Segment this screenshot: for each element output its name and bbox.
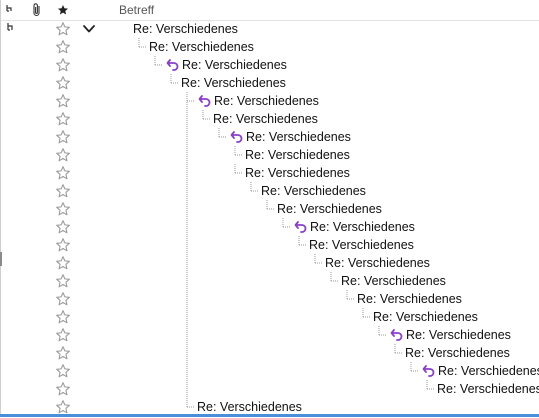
subject-column-header[interactable]: Betreff [119,3,155,17]
message-subject: Re: Verschiedenes [406,328,511,342]
paperclip-icon [33,3,40,17]
message-subject: Re: Verschiedenes [373,310,478,324]
message-row[interactable]: Re: Verschiedenes [0,56,539,74]
star-icon[interactable] [55,237,71,253]
star-icon[interactable] [55,381,71,397]
message-subject: Re: Verschiedenes [405,346,510,360]
message-subject: Re: Verschiedenes [325,256,430,270]
left-pane-border [0,0,1,417]
message-row[interactable]: Re: Verschiedenes [0,218,539,236]
message-row[interactable]: Re: Verschiedenes [0,362,539,380]
message-subject: Re: Verschiedenes [277,202,382,216]
message-row[interactable]: Re: Verschiedenes [0,290,539,308]
message-row[interactable]: Re: Verschiedenes [0,38,539,56]
selection-indicator [0,414,539,417]
message-subject: Re: Verschiedenes [213,112,318,126]
message-subject: Re: Verschiedenes [309,238,414,252]
message-row[interactable]: Re: Verschiedenes [0,92,539,110]
message-row[interactable]: Re: Verschiedenes [0,20,539,38]
left-pane-splitter[interactable] [0,252,2,266]
message-row[interactable]: Re: Verschiedenes [0,308,539,326]
message-subject: Re: Verschiedenes [245,148,350,162]
message-row[interactable]: Re: Verschiedenes [0,146,539,164]
star-icon[interactable] [55,363,71,379]
message-subject: Re: Verschiedenes [181,76,286,90]
star-icon[interactable] [55,309,71,325]
message-subject: Re: Verschiedenes [437,382,539,396]
chevron-down-icon[interactable] [82,22,96,36]
star-icon[interactable] [55,201,71,217]
star-icon[interactable] [55,291,71,307]
message-row[interactable]: Re: Verschiedenes [0,344,539,362]
message-subject: Re: Verschiedenes [341,274,446,288]
message-subject: Re: Verschiedenes [438,364,539,378]
thread-column-header[interactable] [3,0,19,20]
message-row[interactable]: Re: Verschiedenes [0,272,539,290]
message-subject: Re: Verschiedenes [149,40,254,54]
reply-arrow-icon [422,363,436,379]
star-icon[interactable] [55,57,71,73]
message-subject: Re: Verschiedenes [246,130,351,144]
thread-icon [6,5,12,12]
star-icon[interactable] [55,147,71,163]
message-subject: Re: Verschiedenes [357,292,462,306]
star-icon [58,5,68,15]
star-icon[interactable] [55,93,71,109]
message-row[interactable]: Re: Verschiedenes [0,110,539,128]
star-icon[interactable] [55,255,71,271]
message-subject: Re: Verschiedenes [197,400,302,414]
star-column-header[interactable] [55,0,71,20]
message-subject: Re: Verschiedenes [133,22,238,36]
message-subject: Re: Verschiedenes [182,58,287,72]
star-icon[interactable] [55,399,71,415]
reply-arrow-icon [294,219,308,235]
message-subject: Re: Verschiedenes [261,184,366,198]
star-icon[interactable] [55,273,71,289]
message-row[interactable]: Re: Verschiedenes [0,380,539,398]
reply-arrow-icon [230,129,244,145]
reply-arrow-icon [166,57,180,73]
message-row[interactable]: Re: Verschiedenes [0,164,539,182]
message-row[interactable]: Re: Verschiedenes [0,128,539,146]
star-icon[interactable] [55,183,71,199]
message-row[interactable]: Re: Verschiedenes [0,398,539,416]
message-subject: Re: Verschiedenes [310,220,415,234]
message-row[interactable]: Re: Verschiedenes [0,236,539,254]
star-icon[interactable] [55,129,71,145]
star-icon[interactable] [55,111,71,127]
thread-icon[interactable] [6,22,18,36]
message-row[interactable]: Re: Verschiedenes [0,74,539,92]
star-icon[interactable] [55,345,71,361]
star-icon[interactable] [55,75,71,91]
message-row[interactable]: Re: Verschiedenes [0,254,539,272]
star-icon[interactable] [55,39,71,55]
message-row[interactable]: Re: Verschiedenes [0,182,539,200]
message-subject: Re: Verschiedenes [245,166,350,180]
message-subject: Re: Verschiedenes [214,94,319,108]
star-icon[interactable] [55,21,71,37]
attachment-column-header[interactable] [29,0,45,20]
message-row[interactable]: Re: Verschiedenes [0,326,539,344]
message-row[interactable]: Re: Verschiedenes [0,200,539,218]
column-header: Betreff [1,0,539,21]
reply-arrow-icon [198,93,212,109]
reply-arrow-icon [390,327,404,343]
star-icon[interactable] [55,219,71,235]
star-icon[interactable] [55,327,71,343]
star-icon[interactable] [55,165,71,181]
